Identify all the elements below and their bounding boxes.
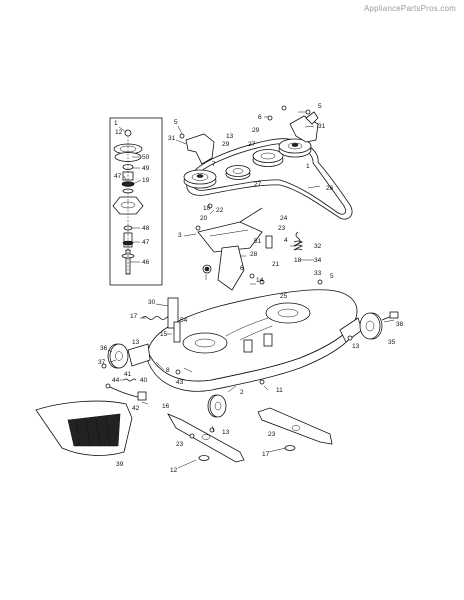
pulley-right: [278, 138, 312, 158]
callout-50: 50: [142, 154, 150, 161]
callout-25: 25: [280, 293, 288, 300]
callout-3: 3: [178, 232, 182, 239]
callout-37: 37: [98, 359, 106, 366]
callout-48: 48: [142, 225, 150, 232]
callout-32: 32: [314, 243, 322, 250]
callout-27b: 27: [254, 181, 262, 188]
callout-31: 31: [168, 135, 176, 142]
callout-54: 54: [180, 317, 188, 324]
height-adjust-spring: [141, 297, 181, 343]
callout-47b: 47: [142, 239, 150, 246]
callout-13d: 13: [222, 429, 230, 436]
callout-18: 18: [294, 257, 302, 264]
callout-16: 16: [162, 403, 170, 410]
callout-14: 14: [256, 277, 264, 284]
rear-deck-wheel: [207, 394, 227, 418]
callout-31b: 31: [318, 123, 326, 130]
callout-6b: 6: [240, 265, 244, 272]
callout-17b: 17: [262, 451, 270, 458]
callout-13b: 13: [352, 343, 360, 350]
right-gauge-wheel: [339, 311, 399, 343]
callout-49: 49: [142, 165, 150, 172]
spindle-assembly-exploded: [112, 129, 144, 276]
callout-1: 1: [114, 120, 118, 127]
idler-arm-assembly: [197, 207, 301, 291]
chute-linkage: [105, 378, 147, 401]
callout-24: 24: [280, 215, 288, 222]
callout-35: 35: [388, 339, 396, 346]
pulley-center: [252, 149, 284, 167]
callout-17: 17: [130, 313, 138, 320]
spring-32: [293, 240, 303, 251]
callout-23c: 23: [268, 431, 276, 438]
callout-43: 43: [176, 379, 184, 386]
fasteners: [101, 105, 353, 439]
left-gauge-wheel: [107, 343, 151, 369]
callout-5b: 5: [318, 103, 322, 110]
pulley-left: [183, 169, 217, 189]
belt-guard-right: [289, 111, 319, 143]
blade-left: [167, 413, 245, 463]
callout-20: 20: [200, 215, 208, 222]
callout-23b: 23: [176, 441, 184, 448]
watermark: AppliancePartsPros.com: [364, 4, 456, 13]
callout-51: 51: [254, 238, 262, 245]
callout-46: 46: [142, 259, 150, 266]
callout-6: 6: [258, 114, 262, 121]
callout-12: 12: [115, 129, 123, 136]
blade-bolts: [198, 445, 296, 461]
callout-47: 47: [114, 173, 122, 180]
leader-lines: [107, 111, 395, 469]
callout-29: 29: [222, 141, 230, 148]
callout-19: 19: [142, 177, 150, 184]
callout-36: 36: [100, 345, 108, 352]
callout-7: 7: [212, 161, 216, 168]
callout-28: 28: [250, 251, 258, 258]
callout-41: 41: [124, 371, 132, 378]
blade-right: [257, 407, 333, 445]
callout-42: 42: [132, 405, 140, 412]
callout-5c: 5: [330, 273, 334, 280]
callout-38: 38: [396, 321, 404, 328]
callout-2: 2: [240, 389, 244, 396]
callout-29b: 29: [252, 127, 260, 134]
callout-30: 30: [148, 299, 156, 306]
belt-guard-left: [185, 133, 215, 165]
callout-13: 13: [226, 133, 234, 140]
callout-8: 8: [166, 367, 170, 374]
callout-12b: 12: [170, 467, 178, 474]
callout-40: 40: [140, 377, 148, 384]
callout-23: 23: [278, 225, 286, 232]
callout-44: 44: [112, 377, 120, 384]
callout-5: 5: [174, 119, 178, 126]
callout-26: 26: [326, 185, 334, 192]
idler-pulley: [225, 165, 251, 180]
callout-4: 4: [284, 237, 288, 244]
callout-15: 15: [160, 331, 168, 338]
callout-39: 39: [116, 461, 124, 468]
callout-33: 33: [314, 270, 322, 277]
callout-21: 21: [272, 261, 280, 268]
discharge-chute: [35, 400, 133, 456]
callout-22: 22: [216, 207, 224, 214]
callout-11: 11: [276, 387, 283, 394]
callout-34: 34: [314, 257, 322, 264]
callout-13c: 13: [132, 339, 140, 346]
callout-27: 27: [248, 141, 256, 148]
callout-1b: 1: [306, 163, 310, 170]
callout-10: 10: [203, 205, 211, 212]
mower-deck: [147, 289, 358, 392]
callout-labels: 1 12 50 49 47 19 48 47 46 5 31 6 5 31 13…: [98, 103, 404, 474]
drive-belt: [186, 138, 353, 220]
spindle-detail-box: [109, 117, 163, 286]
